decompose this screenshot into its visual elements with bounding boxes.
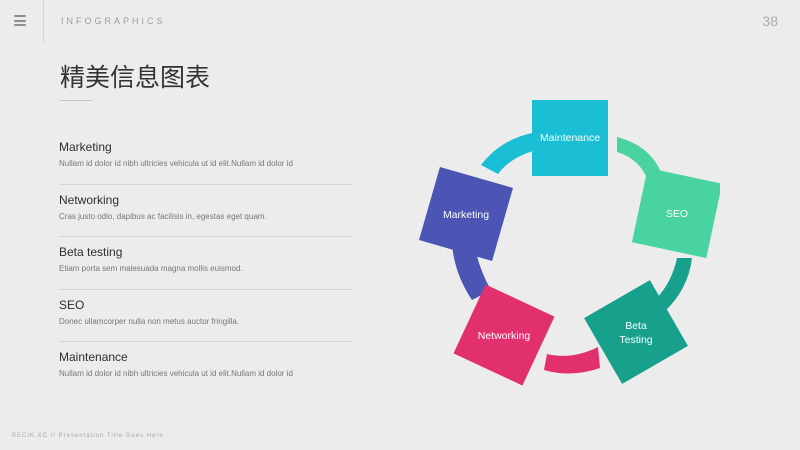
arc-beta-networking bbox=[544, 347, 600, 374]
item-description: Nullam id dolor id nibh ultricies vehicu… bbox=[59, 369, 293, 378]
menu-icon[interactable] bbox=[14, 15, 26, 26]
node-label-seo: SEO bbox=[666, 208, 688, 220]
item-description: Donec ullamcorper nulla non metus auctor… bbox=[59, 316, 240, 326]
item-description: Nullam id dolor id nibh ultricies vehicu… bbox=[59, 159, 293, 168]
arc-networking-marketing bbox=[452, 238, 491, 300]
item-title: Beta testing bbox=[59, 245, 123, 259]
node-beta-testing bbox=[584, 280, 688, 384]
section-label: INFOGRAPHICS bbox=[61, 16, 166, 26]
node-label-beta-line2: Testing bbox=[619, 334, 652, 346]
node-marketing bbox=[418, 166, 514, 262]
item-description: Etiam porta sem malesuada magna mollis e… bbox=[59, 264, 243, 273]
node-maintenance bbox=[532, 100, 608, 176]
list-item: Maintenance Nullam id dolor id nibh ultr… bbox=[59, 342, 352, 395]
item-title: SEO bbox=[59, 297, 85, 312]
item-title: Maintenance bbox=[59, 350, 128, 364]
list-item: Beta testing Etiam porta sem malesuada m… bbox=[59, 237, 352, 290]
node-seo bbox=[631, 167, 720, 259]
node-label-maintenance: Maintenance bbox=[540, 132, 600, 144]
node-label-beta-line1: Beta bbox=[625, 320, 647, 332]
cycle-diagram: Maintenance SEO Beta Testing Networking … bbox=[400, 95, 720, 395]
arc-maintenance-seo bbox=[617, 137, 660, 176]
cycle-diagram-svg: Maintenance SEO Beta Testing Networking … bbox=[418, 100, 720, 386]
footer-text: BECIK.XC // Presentation Title Goes Here bbox=[12, 433, 164, 439]
node-networking bbox=[453, 284, 555, 386]
node-label-marketing: Marketing bbox=[443, 209, 489, 221]
header-divider bbox=[43, 0, 44, 42]
item-title: Networking bbox=[59, 192, 120, 207]
feature-list: Marketing Nullam id dolor id nibh ultric… bbox=[59, 132, 352, 395]
item-title: Marketing bbox=[59, 140, 112, 154]
arc-seo-beta bbox=[656, 258, 692, 312]
arc-marketing-maintenance bbox=[481, 133, 533, 174]
list-item: Networking Cras justo odio, dapibus ac f… bbox=[59, 185, 352, 237]
page-number: 38 bbox=[762, 13, 778, 29]
item-description: Cras justo odio, dapibus ac facilisis in… bbox=[59, 211, 267, 221]
title-underline bbox=[60, 100, 92, 101]
node-label-networking: Networking bbox=[478, 330, 531, 342]
list-item: SEO Donec ullamcorper nulla non metus au… bbox=[59, 290, 352, 342]
list-item: Marketing Nullam id dolor id nibh ultric… bbox=[59, 132, 352, 185]
page-title: 精美信息图表 bbox=[60, 63, 211, 92]
